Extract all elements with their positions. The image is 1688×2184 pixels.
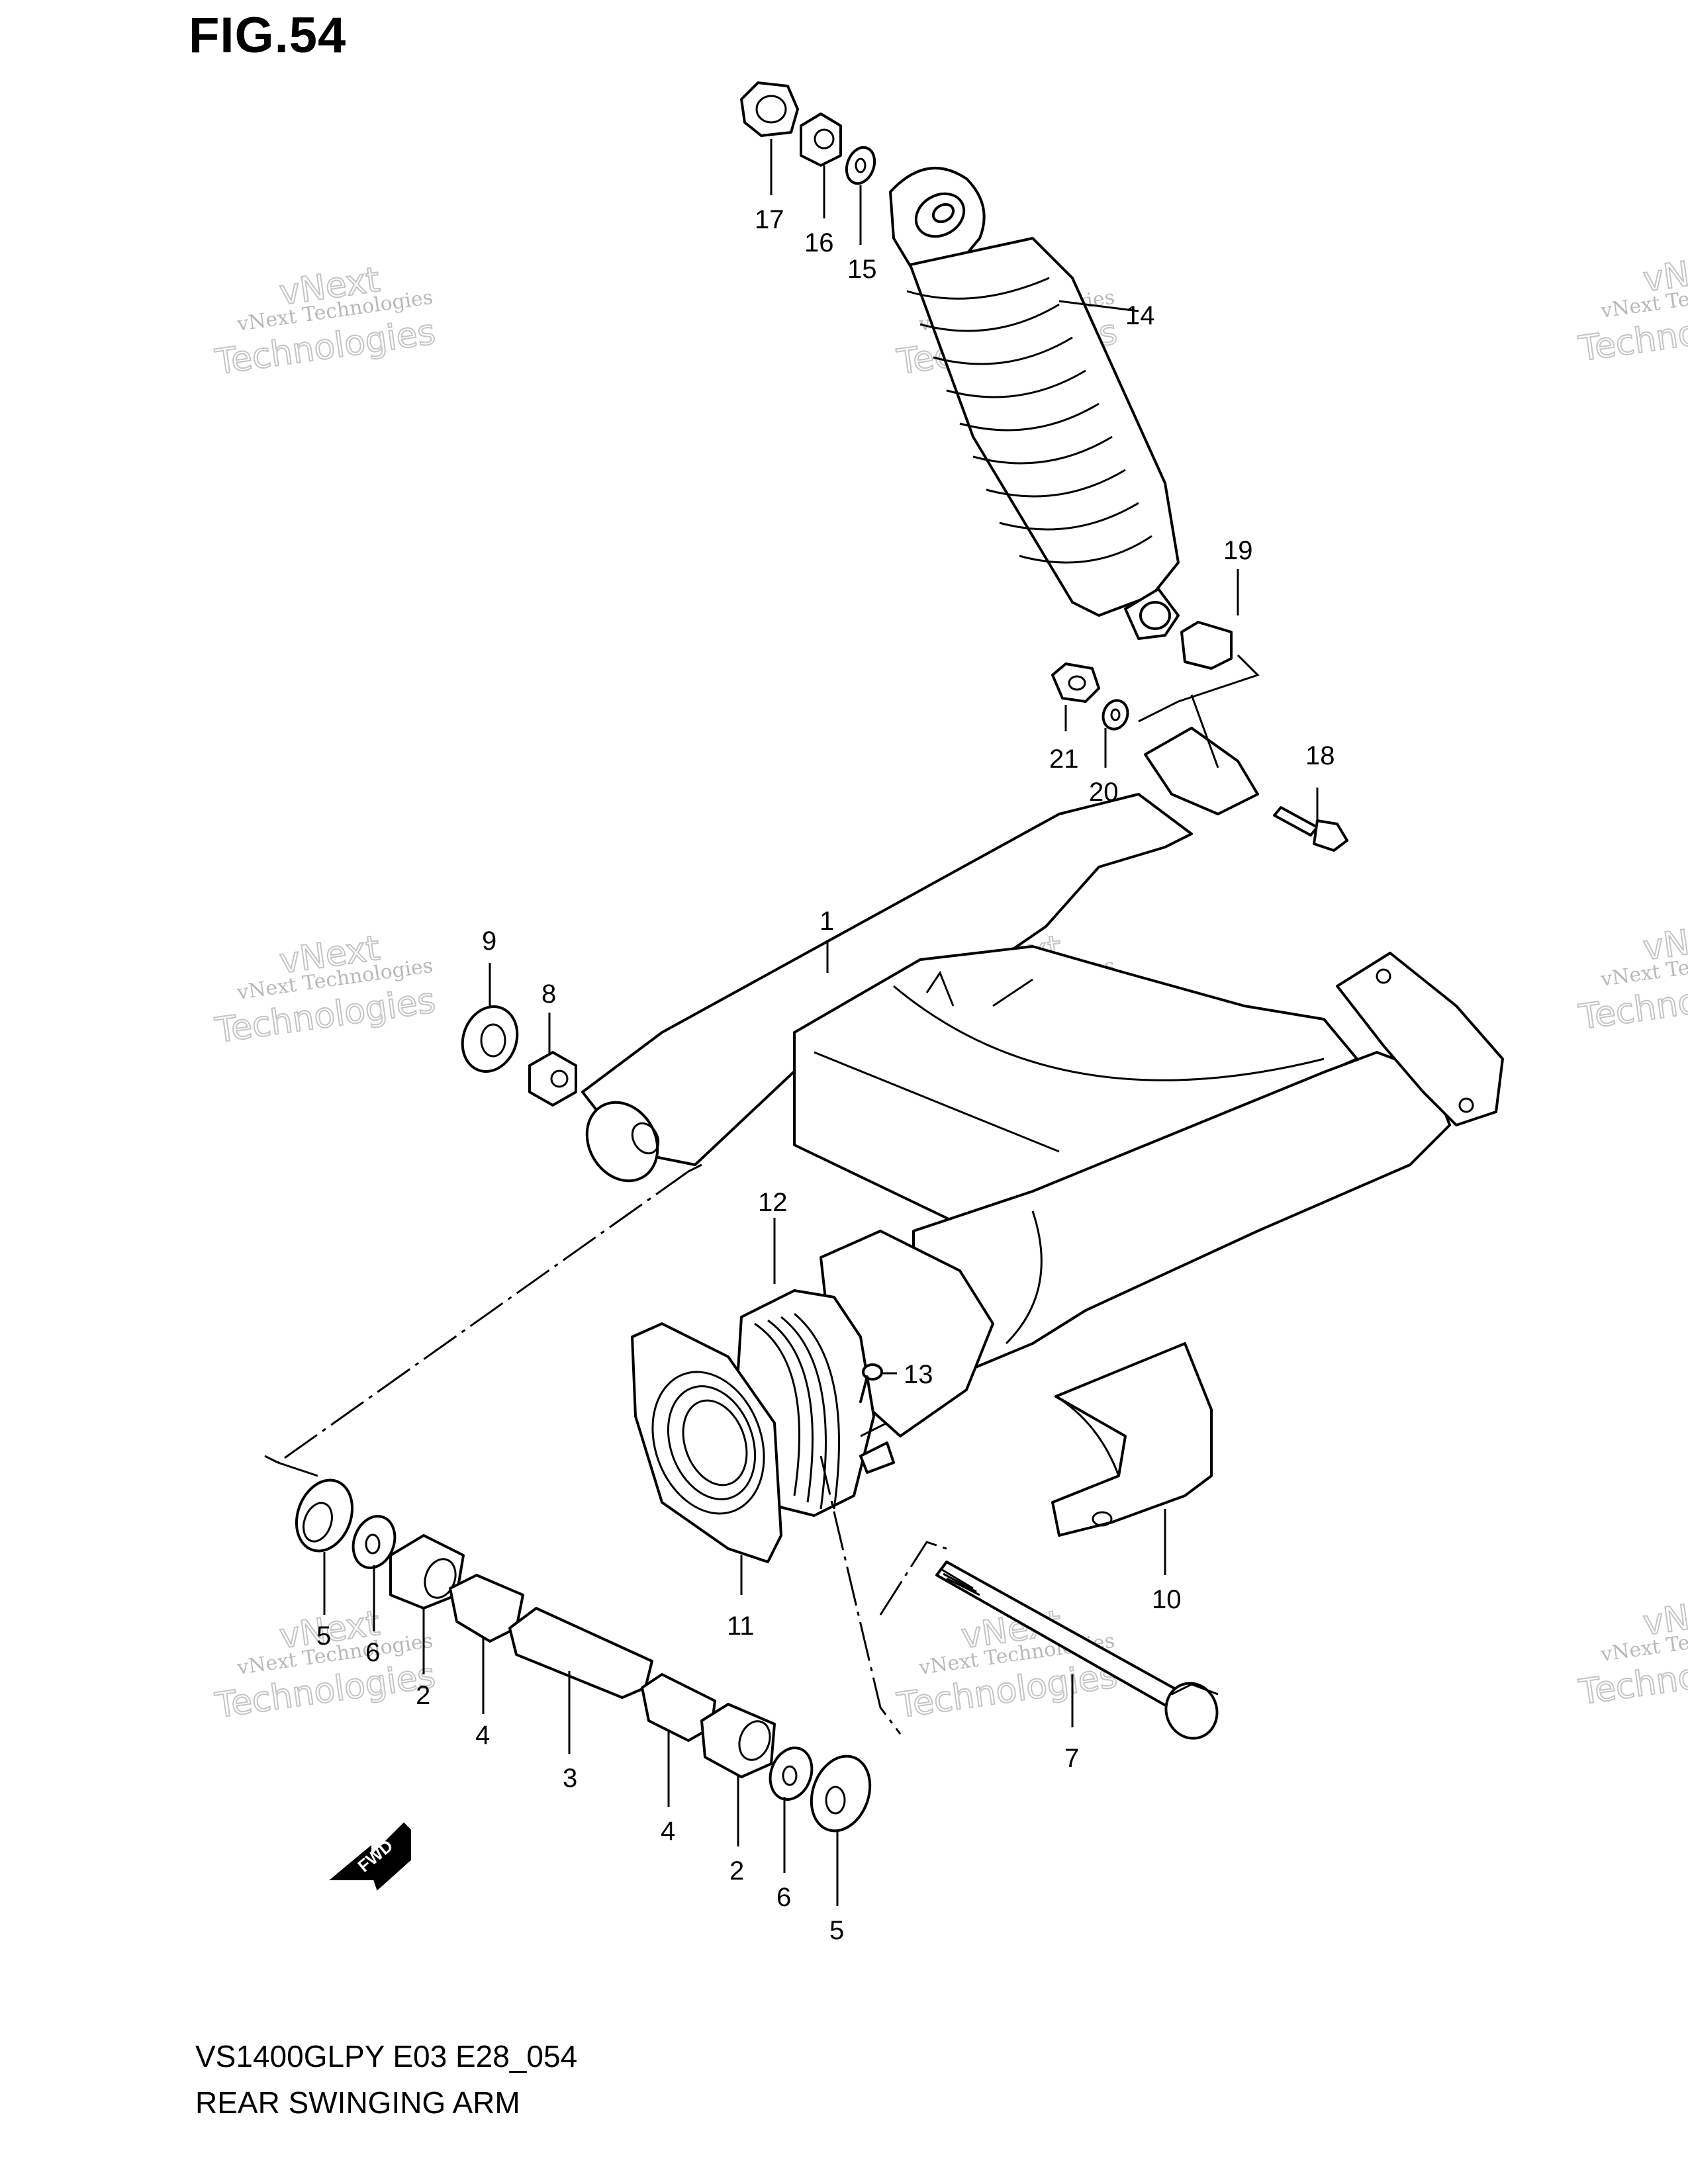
callout-9: 9 <box>482 927 496 956</box>
callout-6: 6 <box>776 1883 791 1912</box>
callout-17: 17 <box>755 205 784 234</box>
callout-14: 14 <box>1125 301 1155 330</box>
callout-2: 2 <box>416 1681 430 1710</box>
callout-5: 5 <box>316 1621 331 1651</box>
fwd-arrow-icon: FWD <box>329 1822 411 1891</box>
watermark-text: vNext <box>1641 1590 1688 1644</box>
callout-5: 5 <box>829 1916 844 1945</box>
watermark-text: vNext <box>1641 915 1688 969</box>
callout-4: 4 <box>661 1817 675 1846</box>
callout-16: 16 <box>804 228 834 257</box>
leader-lines <box>323 139 1319 1906</box>
callout-8: 8 <box>541 979 556 1009</box>
callout-20: 20 <box>1089 778 1119 807</box>
rubber-boot-and-cover <box>631 1289 895 1563</box>
swing-arm <box>581 727 1504 1437</box>
callout-18: 18 <box>1305 741 1335 770</box>
callout-19: 19 <box>1223 536 1253 565</box>
callout-21: 21 <box>1049 745 1079 774</box>
shock-absorber <box>889 167 1180 640</box>
callout-11: 11 <box>727 1612 755 1641</box>
figure-title: FIG.54 <box>189 7 347 64</box>
watermark-text: vNext <box>1641 247 1688 300</box>
figure-caption: REAR SWINGING ARM <box>195 2085 520 2120</box>
callout-4: 4 <box>475 1721 490 1750</box>
parts-8-9 <box>461 1005 577 1107</box>
callout-3: 3 <box>563 1764 577 1793</box>
pivot-stack-left <box>295 1479 872 1833</box>
callout-15: 15 <box>847 255 877 284</box>
callout-13: 13 <box>904 1360 933 1389</box>
callout-7: 7 <box>1064 1744 1079 1773</box>
reference-lines <box>264 654 1260 1735</box>
pivot-bolt <box>935 1561 1219 1740</box>
figure-model-code: VS1400GLPY E03 E28_054 <box>195 2039 578 2073</box>
callout-12: 12 <box>758 1188 788 1217</box>
callout-numbers: 1 17 16 15 14 19 18 21 20 9 8 12 13 11 1… <box>316 205 1335 1945</box>
callout-1: 1 <box>820 907 834 936</box>
callout-6: 6 <box>365 1638 380 1667</box>
cover-part-10 <box>1051 1342 1213 1537</box>
callout-2: 2 <box>729 1856 744 1886</box>
shock-lower-hardware <box>1051 621 1348 852</box>
callout-10: 10 <box>1152 1585 1182 1614</box>
shock-top-hardware <box>740 81 876 185</box>
